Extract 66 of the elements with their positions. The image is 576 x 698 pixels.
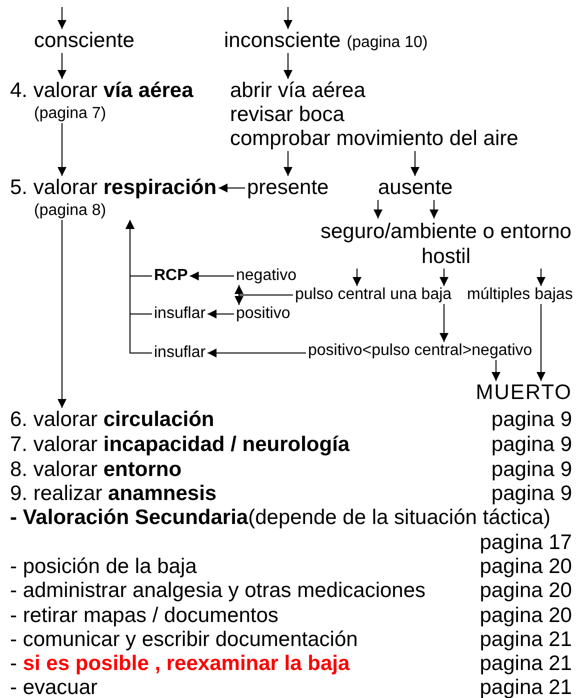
arrow: [410, 150, 420, 176]
page-reference: pagina 9: [491, 433, 572, 457]
arrow: [207, 348, 306, 358]
step-text: 5. valorar respiración: [10, 176, 217, 200]
arrow: [207, 310, 234, 318]
arrow: [284, 6, 292, 30]
arrow: [234, 294, 294, 306]
step-text: abrir vía aérea: [230, 79, 366, 103]
step-text: pulso central una baja: [295, 286, 452, 304]
page-reference: pagina 17: [480, 531, 572, 555]
step-text: seguro/ambiente o entorno hostil: [320, 218, 572, 268]
step-text: positivo: [236, 305, 290, 323]
arrow: [374, 200, 382, 219]
page-reference: pagina 21: [480, 628, 572, 652]
page-reference: (pagina 7): [34, 105, 108, 123]
arrow: [58, 220, 66, 408]
step-text: presente: [247, 176, 329, 200]
page-reference: (pagina 10): [346, 34, 428, 51]
page-reference: (pagina 8): [34, 202, 108, 220]
step-text: comprobar movimiento del aire: [230, 127, 518, 151]
arrow: [536, 268, 546, 286]
arrow: [58, 6, 66, 30]
step-text: MUERTO: [476, 381, 572, 405]
page-reference: pagina 20: [480, 579, 572, 603]
arrow: [218, 184, 246, 192]
arrow: [284, 150, 292, 176]
step-text: múltiples bajas: [467, 286, 573, 304]
page-reference: pagina 9: [491, 408, 572, 432]
arrow: [58, 122, 66, 176]
step-text: RCP: [154, 267, 188, 285]
step-text: - retirar mapas / documentos: [10, 604, 278, 628]
step-text: negativo: [236, 267, 296, 285]
step-text: insuflar: [154, 305, 206, 323]
step-text: consciente: [34, 29, 134, 53]
step-text: inconsciente: [224, 29, 341, 52]
arrow: [284, 52, 292, 80]
arrow: [440, 268, 448, 286]
step-text: 9. realizar anamnesis: [10, 482, 217, 506]
arrow: [430, 200, 438, 219]
step-text: 7. valorar incapacidad / neurología: [10, 433, 350, 457]
page-reference: pagina 9: [491, 482, 572, 506]
step-text: - posición de la baja: [10, 555, 197, 579]
page-reference: pagina 20: [480, 604, 572, 628]
step-text: - comunicar y escribir documentación: [10, 628, 358, 652]
arrow: [440, 304, 448, 342]
step-text: - Valoración Secundaria(depende de la situación táctica): [10, 506, 550, 530]
arrow: [352, 268, 362, 286]
step-text: - evacuar: [10, 676, 98, 698]
page-reference: pagina 9: [491, 458, 572, 482]
arrow: [189, 272, 234, 280]
arrow: [492, 360, 500, 382]
page-reference: pagina 20: [480, 555, 572, 579]
step-text: ausente: [378, 176, 453, 200]
step-text: revisar boca: [230, 103, 346, 127]
page-reference: pagina 21: [480, 676, 572, 698]
step-text: positivo<pulso central>negativo: [308, 342, 532, 360]
step-text: - si es posible , reexaminar la baja: [10, 652, 350, 676]
page-reference: pagina 21: [480, 652, 572, 676]
step-text: - administrar analgesia y otras medicaciones: [10, 579, 426, 603]
arrow: [58, 52, 66, 80]
step-text: 8. valorar entorno: [10, 458, 182, 482]
arrow: [536, 304, 546, 382]
step-text: 6. valorar circulación: [10, 408, 214, 432]
step-text: 4. valorar vía aérea: [10, 79, 194, 103]
arrow: [126, 220, 152, 354]
step-text: insuflar: [154, 344, 206, 362]
